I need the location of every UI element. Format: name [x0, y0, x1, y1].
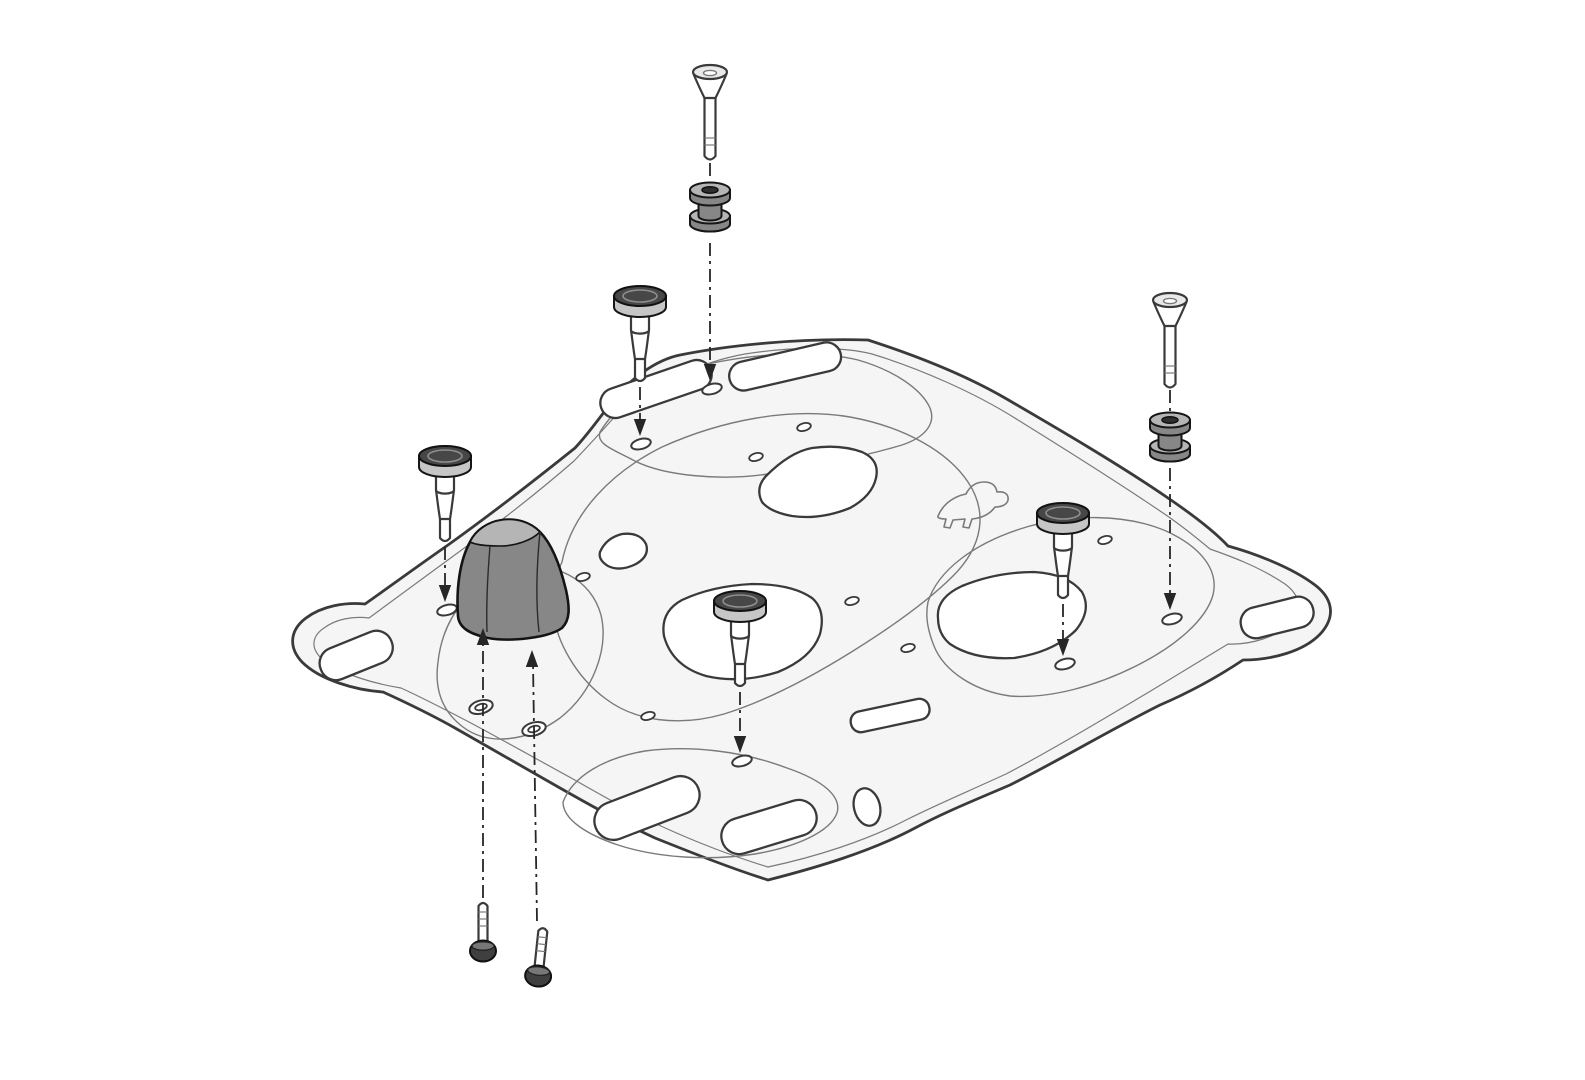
- button-screw-right: Button-head screw: [522, 925, 558, 989]
- rubber-spacer-right: Rubber distance spacer: [1149, 411, 1191, 463]
- rivet-hole: [796, 422, 812, 432]
- cutout-triangle: [758, 445, 878, 519]
- rack-plate: Rack adapter plate: [291, 338, 1332, 882]
- mount-hole: [1161, 612, 1183, 626]
- cutout-right: [936, 570, 1087, 660]
- rubber-spacer-top: Rubber distance spacer: [689, 181, 731, 233]
- mount-hole: [701, 382, 723, 396]
- contour-ridge: [562, 748, 839, 859]
- rack-plate-inner-rim: [313, 347, 1300, 868]
- flat-head-screw-right: Countersunk flat-head screw: [1151, 291, 1189, 389]
- assembly-guide-lines: Dash-dot assembly guide line: [444, 163, 1171, 922]
- rivet-hole: [1097, 535, 1113, 545]
- cutout-slot: [720, 798, 818, 856]
- contour-ridge: [926, 516, 1215, 698]
- cutout-slot-small: [849, 697, 931, 734]
- mount-hole: [1054, 657, 1076, 671]
- knob-bolt-left: Mushroom-head fixing bolt: [417, 444, 473, 543]
- cutout-wing-left: [318, 629, 394, 682]
- contour-ridge: [551, 412, 981, 722]
- cutout-oval: [852, 787, 882, 827]
- cutout-slot: [593, 774, 701, 842]
- mount-hole: [630, 437, 652, 451]
- brand-logo-horse-icon: [937, 481, 1009, 529]
- stop-screw-hole-inner: [474, 702, 488, 712]
- rivet-hole: [640, 711, 656, 721]
- leader-line: [532, 662, 538, 922]
- mount-hole: [731, 754, 753, 768]
- cutout-diamond: [598, 532, 649, 570]
- rubber-stop-block: Rubber stop block: [456, 518, 570, 641]
- cutout-wing-right: [1239, 595, 1315, 640]
- rubber-stop-edge: [536, 531, 541, 633]
- rivet-hole: [844, 596, 860, 606]
- button-screw-left: Button-head screw: [468, 901, 498, 963]
- rack-plate-cutouts: [318, 341, 1315, 856]
- rivet-hole: [575, 572, 591, 582]
- rivet-hole: [748, 452, 764, 462]
- rivet-hole: [900, 643, 916, 653]
- cutout-slot: [728, 341, 843, 392]
- flat-head-screw-top: Countersunk flat-head screw: [691, 63, 729, 161]
- rubber-stop-edge: [486, 545, 491, 633]
